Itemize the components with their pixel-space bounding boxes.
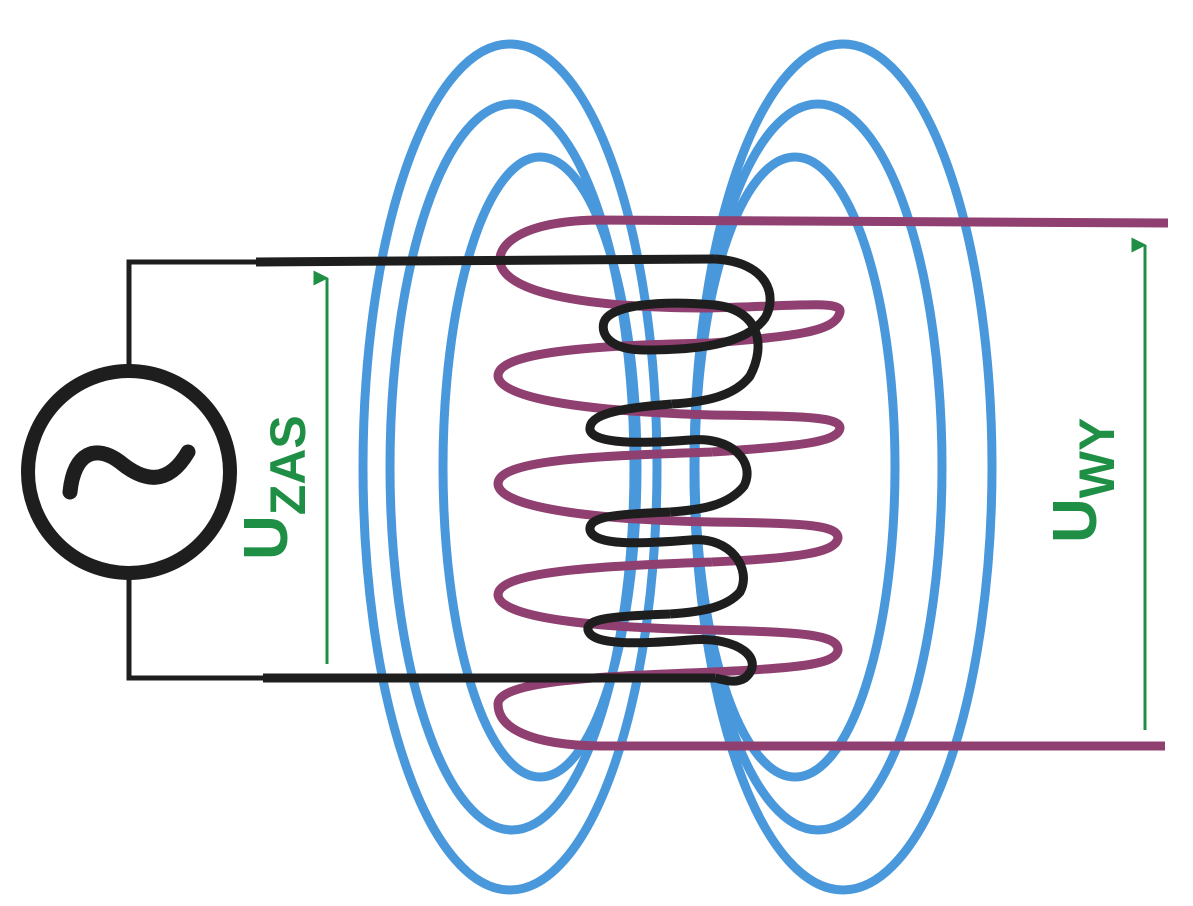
secondary-turn-1 — [493, 338, 845, 457]
wire-top-thin — [126, 259, 256, 365]
wire-top-thick — [255, 254, 716, 267]
primary-circuit-wires — [126, 254, 716, 683]
field-line-right-middle — [689, 99, 947, 835]
output-voltage-main: U — [1041, 498, 1110, 543]
voltage-arrows — [313, 237, 1147, 730]
primary-turn-4 — [583, 609, 757, 686]
secondary-turn-3 — [493, 557, 843, 677]
field-line-right-inner — [690, 152, 900, 782]
primary-turn-3 — [585, 507, 748, 619]
input-voltage-main: U — [232, 515, 301, 560]
primary-turn-1 — [598, 254, 775, 409]
field-line-left-inner — [438, 152, 642, 782]
secondary-turn-2 — [493, 447, 843, 567]
input-voltage-label: UZAS — [232, 415, 316, 560]
wire-bottom-thin — [126, 578, 263, 681]
magnetic-field-lines — [358, 39, 997, 895]
secondary-coil — [493, 215, 1169, 751]
primary-coil — [583, 254, 775, 686]
field-line-left-outer — [358, 39, 662, 895]
ac-voltage-source — [21, 364, 237, 580]
field-line-right-outer — [689, 39, 997, 895]
primary-turn-2 — [585, 399, 752, 517]
ac-source-circle — [21, 364, 237, 580]
input-voltage-sub: ZAS — [260, 415, 316, 515]
output-voltage-sub: WY — [1069, 418, 1125, 499]
output-voltage-label: UWY — [1041, 418, 1125, 543]
sine-wave-icon — [62, 444, 196, 500]
